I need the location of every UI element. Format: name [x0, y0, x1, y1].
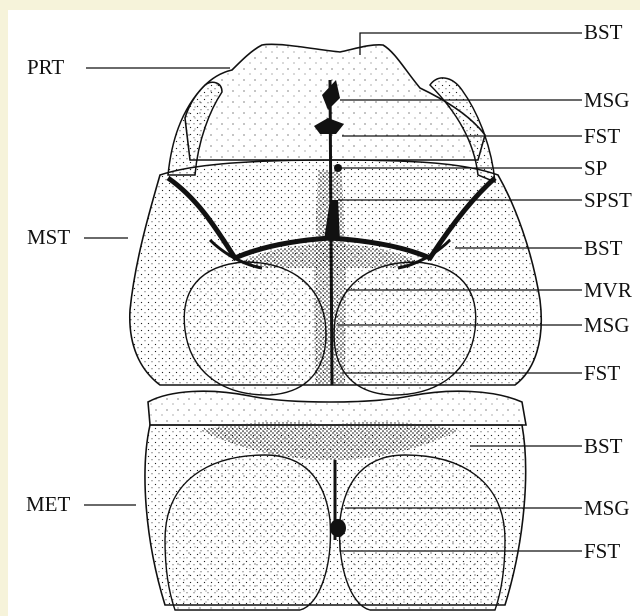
- label-mst: MST: [27, 226, 70, 248]
- label-bst-1: BST: [584, 21, 623, 43]
- label-fst-2: FST: [584, 362, 620, 384]
- label-sp: SP: [584, 157, 607, 179]
- label-fst-3: FST: [584, 540, 620, 562]
- label-msg-1: MSG: [584, 89, 630, 111]
- metathorax-outline: [145, 391, 526, 610]
- label-met: MET: [26, 493, 70, 515]
- label-spst: SPST: [584, 189, 632, 211]
- label-fst-1: FST: [584, 125, 620, 147]
- label-msg-3: MSG: [584, 497, 630, 519]
- label-prt: PRT: [27, 56, 64, 78]
- label-msg-2: MSG: [584, 314, 630, 336]
- label-bst-2: BST: [584, 237, 623, 259]
- mesothorax-outline: [130, 160, 541, 395]
- label-mvr: MVR: [584, 279, 632, 301]
- label-bst-3: BST: [584, 435, 623, 457]
